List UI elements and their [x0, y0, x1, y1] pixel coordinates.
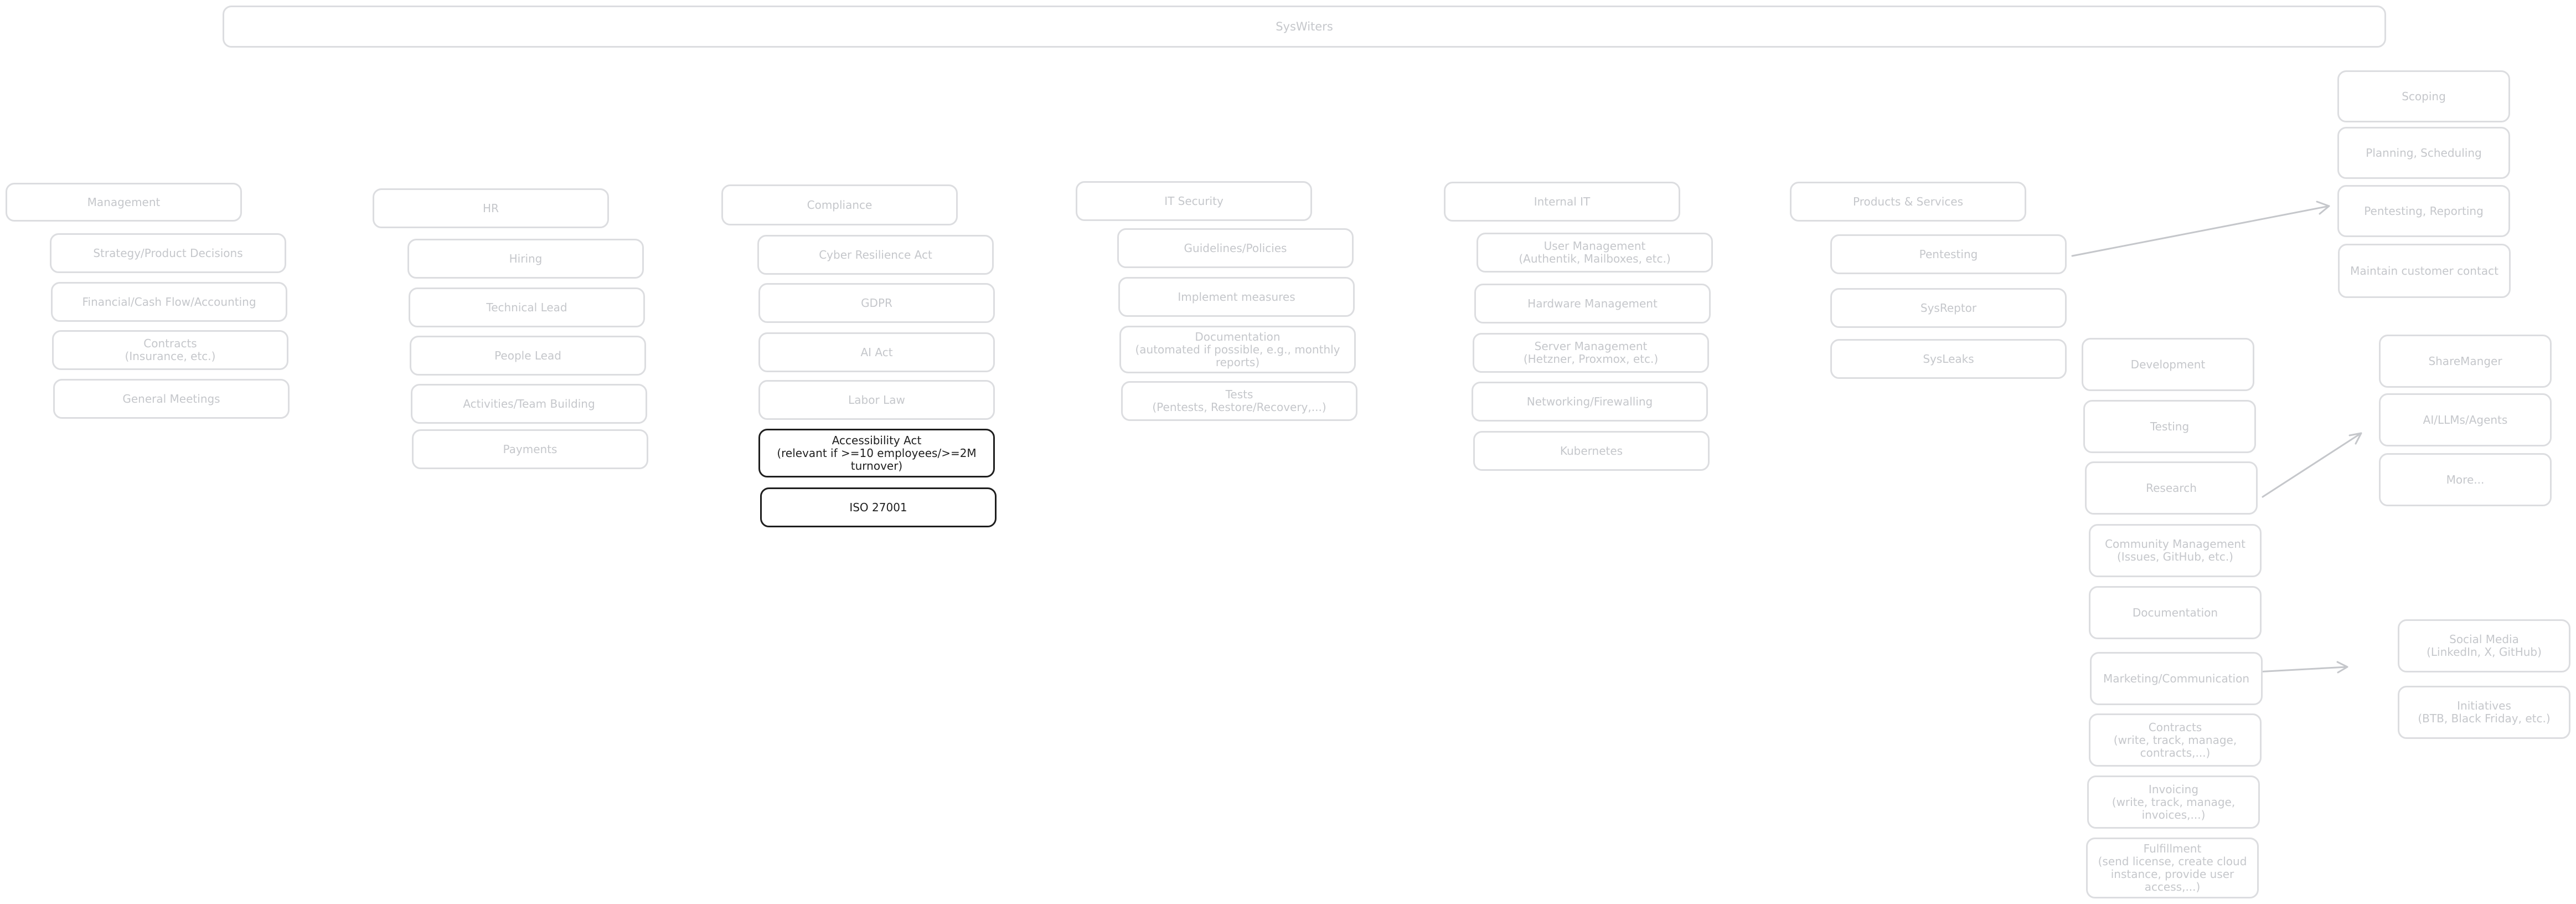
- it-security-item: Implement measures: [1118, 277, 1355, 317]
- management-item: General Meetings: [53, 379, 290, 419]
- org-title-box: SysWiters: [223, 6, 2386, 48]
- hr-header: HR: [373, 188, 609, 228]
- products-header: Products & Services: [1790, 182, 2026, 222]
- product-item-sysleaks: SysLeaks: [1830, 339, 2067, 379]
- hr-item: Payments: [412, 429, 648, 469]
- internal-it-item: Kubernetes: [1473, 431, 1710, 471]
- compliance-item: Cyber Resilience Act: [757, 235, 994, 275]
- sysreptor-task: Community Management (Issues, GitHub, et…: [2089, 524, 2262, 577]
- internal-it-item: Networking/Firewalling: [1472, 382, 1708, 422]
- internal-it-item: Hardware Management: [1474, 284, 1711, 323]
- research-topic: ShareManger: [2379, 335, 2552, 388]
- sysreptor-task: Development: [2082, 338, 2254, 391]
- compliance-item-iso-27001: ISO 27001: [760, 487, 997, 527]
- sysreptor-task: Documentation: [2089, 586, 2262, 639]
- arrow-research-to-topics: [2262, 432, 2362, 498]
- marketing-topic: Initiatives (BTB, Black Friday, etc.): [2398, 686, 2570, 739]
- research-topic: More...: [2379, 453, 2552, 506]
- arrow-pentesting-to-subtasks: [2071, 201, 2330, 257]
- sysreptor-task-marketing: Marketing/Communication: [2090, 652, 2263, 705]
- hr-item: People Lead: [410, 336, 646, 376]
- sysreptor-task-research: Research: [2085, 461, 2258, 515]
- hr-item: Hiring: [407, 239, 644, 279]
- product-item-pentesting: Pentesting: [1830, 234, 2067, 274]
- pentesting-task: Pentesting, Reporting: [2337, 185, 2510, 237]
- compliance-item-accessibility-act: Accessibility Act (relevant if >=10 empl…: [758, 429, 995, 477]
- research-topic: AI/LLMs/Agents: [2379, 393, 2552, 446]
- management-item: Contracts (Insurance, etc.): [52, 330, 288, 370]
- product-item-sysreptor: SysReptor: [1830, 288, 2067, 328]
- pentesting-task: Maintain customer contact: [2338, 244, 2511, 298]
- marketing-topic: Social Media (LinkedIn, X, GitHub): [2398, 619, 2570, 672]
- it-security-item: Tests (Pentests, Restore/Recovery,...): [1121, 381, 1357, 421]
- pentesting-task: Planning, Scheduling: [2337, 127, 2510, 179]
- internal-it-item: Server Management (Hetzner, Proxmox, etc…: [1473, 333, 1709, 373]
- sysreptor-task: Fulfillment (send license, create cloud …: [2086, 838, 2259, 898]
- management-item: Financial/Cash Flow/Accounting: [51, 282, 287, 322]
- it-security-header: IT Security: [1076, 181, 1312, 221]
- compliance-header: Compliance: [721, 184, 958, 225]
- it-security-item: Guidelines/Policies: [1117, 228, 1354, 268]
- internal-it-header: Internal IT: [1444, 182, 1680, 222]
- internal-it-item: User Management (Authentik, Mailboxes, e…: [1477, 233, 1713, 273]
- it-security-item: Documentation (automated if possible, e.…: [1119, 326, 1356, 373]
- sysreptor-task: Invoicing (write, track, manage, invoice…: [2087, 775, 2260, 829]
- compliance-item: Labor Law: [758, 380, 995, 420]
- management-item: Strategy/Product Decisions: [50, 233, 286, 273]
- hr-item: Technical Lead: [409, 287, 645, 327]
- management-header: Management: [6, 183, 242, 222]
- hr-item: Activities/Team Building: [411, 384, 647, 424]
- sysreptor-task: Testing: [2083, 400, 2256, 453]
- sysreptor-task: Contracts (write, track, manage, contrac…: [2089, 713, 2262, 767]
- compliance-item: AI Act: [758, 332, 995, 372]
- pentesting-task: Scoping: [2337, 70, 2510, 122]
- compliance-item: GDPR: [758, 283, 995, 323]
